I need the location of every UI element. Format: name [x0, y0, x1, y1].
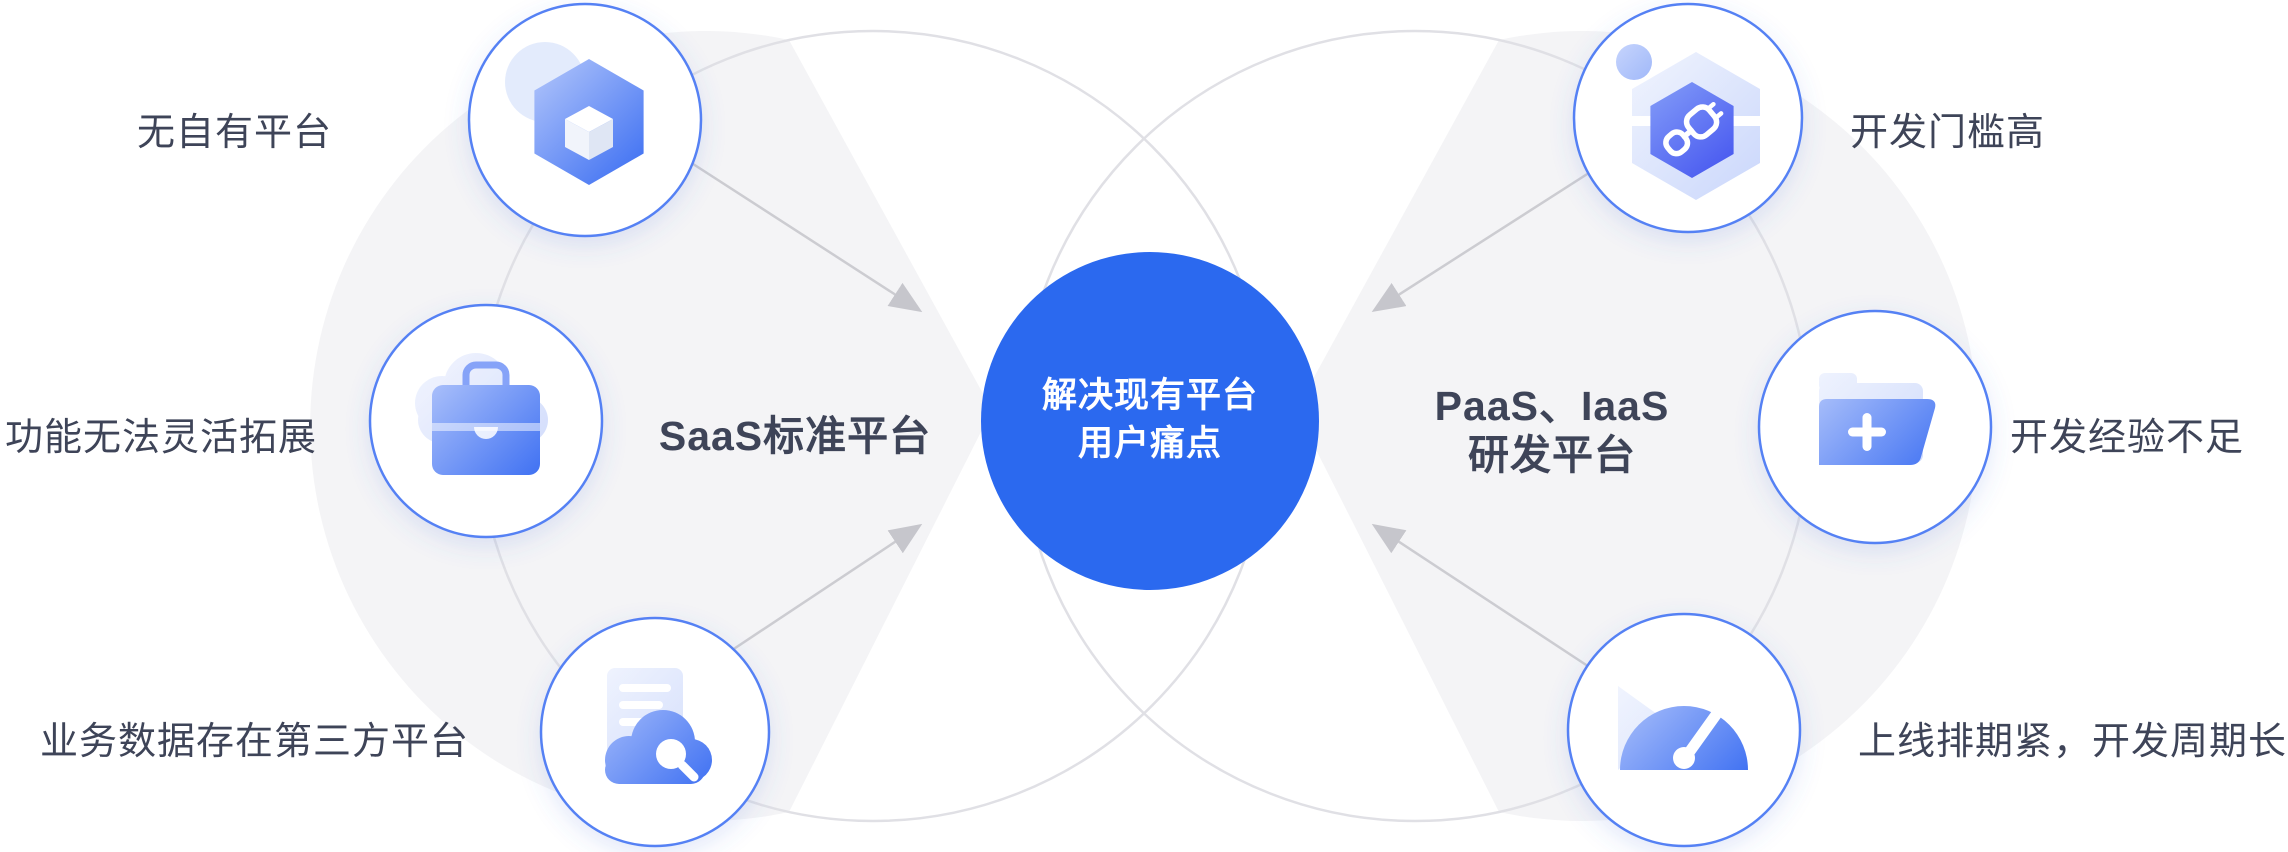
pain-point-third-party-data: 业务数据存在第三方平台	[40, 721, 470, 763]
right-platform-title-line2: 研发平台	[1468, 432, 1636, 478]
pain-point-no-flexibility: 功能无法灵活拓展	[5, 417, 318, 459]
right-platform-title: PaaS、IaaS 研发平台	[1352, 382, 1752, 480]
folder-add-icon	[1819, 373, 1936, 465]
icon-badge-lack-experience	[1757, 309, 1993, 545]
pain-point-no-platform: 无自有平台	[136, 112, 332, 154]
cube-hexagon-icon	[505, 42, 644, 185]
icon-badge-third-party-data	[539, 616, 771, 848]
pain-point-dev-threshold: 开发门槛高	[1850, 112, 2046, 154]
icon-badge-tight-schedule	[1566, 612, 1802, 848]
pain-point-lack-experience: 开发经验不足	[2010, 417, 2245, 459]
gray-wing-left	[310, 31, 992, 822]
right-platform-title-line1: PaaS、IaaS	[1434, 383, 1670, 429]
plug-hexagon-icon	[1616, 44, 1772, 200]
center-solution-line2: 用户痛点	[1077, 424, 1222, 463]
cloud-search-document-icon	[605, 668, 712, 784]
briefcase-cloud-icon	[415, 353, 548, 475]
pain-point-tight-schedule: 上线排期紧，开发周期长	[1858, 721, 2288, 763]
arrow-right-bottom	[1371, 523, 1607, 680]
icon-badge-no-flexibility	[368, 303, 604, 539]
gray-wing-right	[1296, 31, 1978, 822]
icon-badge-no-platform	[467, 2, 703, 238]
arrow-left-top	[689, 160, 923, 313]
center-solution-line1: 解决现有平台	[1041, 376, 1258, 415]
center-circle	[981, 252, 1319, 590]
gauge-icon	[1618, 686, 1748, 770]
arrow-right-top	[1371, 160, 1607, 313]
center-solution-text: 解决现有平台 用户痛点	[1008, 372, 1292, 468]
icon-badge-dev-threshold	[1572, 2, 1804, 234]
left-platform-title: SaaS标准平台	[658, 413, 932, 459]
